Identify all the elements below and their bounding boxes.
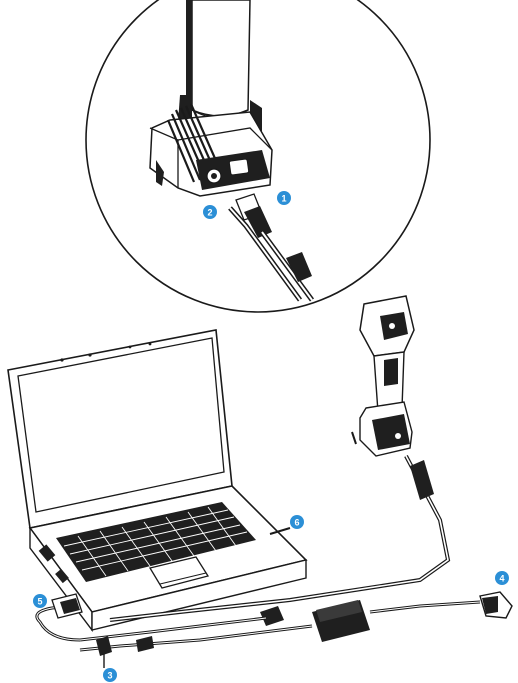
callout-6-label: 6 <box>294 518 299 528</box>
callout-5-label: 5 <box>37 597 42 607</box>
callout-1: 1 <box>277 191 291 205</box>
detail-zoom-view <box>86 0 430 312</box>
callout-1-label: 1 <box>281 194 286 204</box>
laptop-icon <box>8 330 306 630</box>
callout-6: 6 <box>290 515 304 529</box>
callout-4-label: 4 <box>499 574 504 584</box>
callout-2: 2 <box>203 205 217 219</box>
callout-2-label: 2 <box>207 208 212 218</box>
dc-connector-icon <box>96 636 112 668</box>
power-plug-icon <box>480 592 512 618</box>
callout-4: 4 <box>495 571 509 585</box>
callout-3: 3 <box>103 668 117 682</box>
callout-3-label: 3 <box>107 671 112 681</box>
callout-5: 5 <box>33 594 47 608</box>
power-adapter-icon <box>260 600 370 642</box>
usb-connector-icon <box>52 594 82 618</box>
